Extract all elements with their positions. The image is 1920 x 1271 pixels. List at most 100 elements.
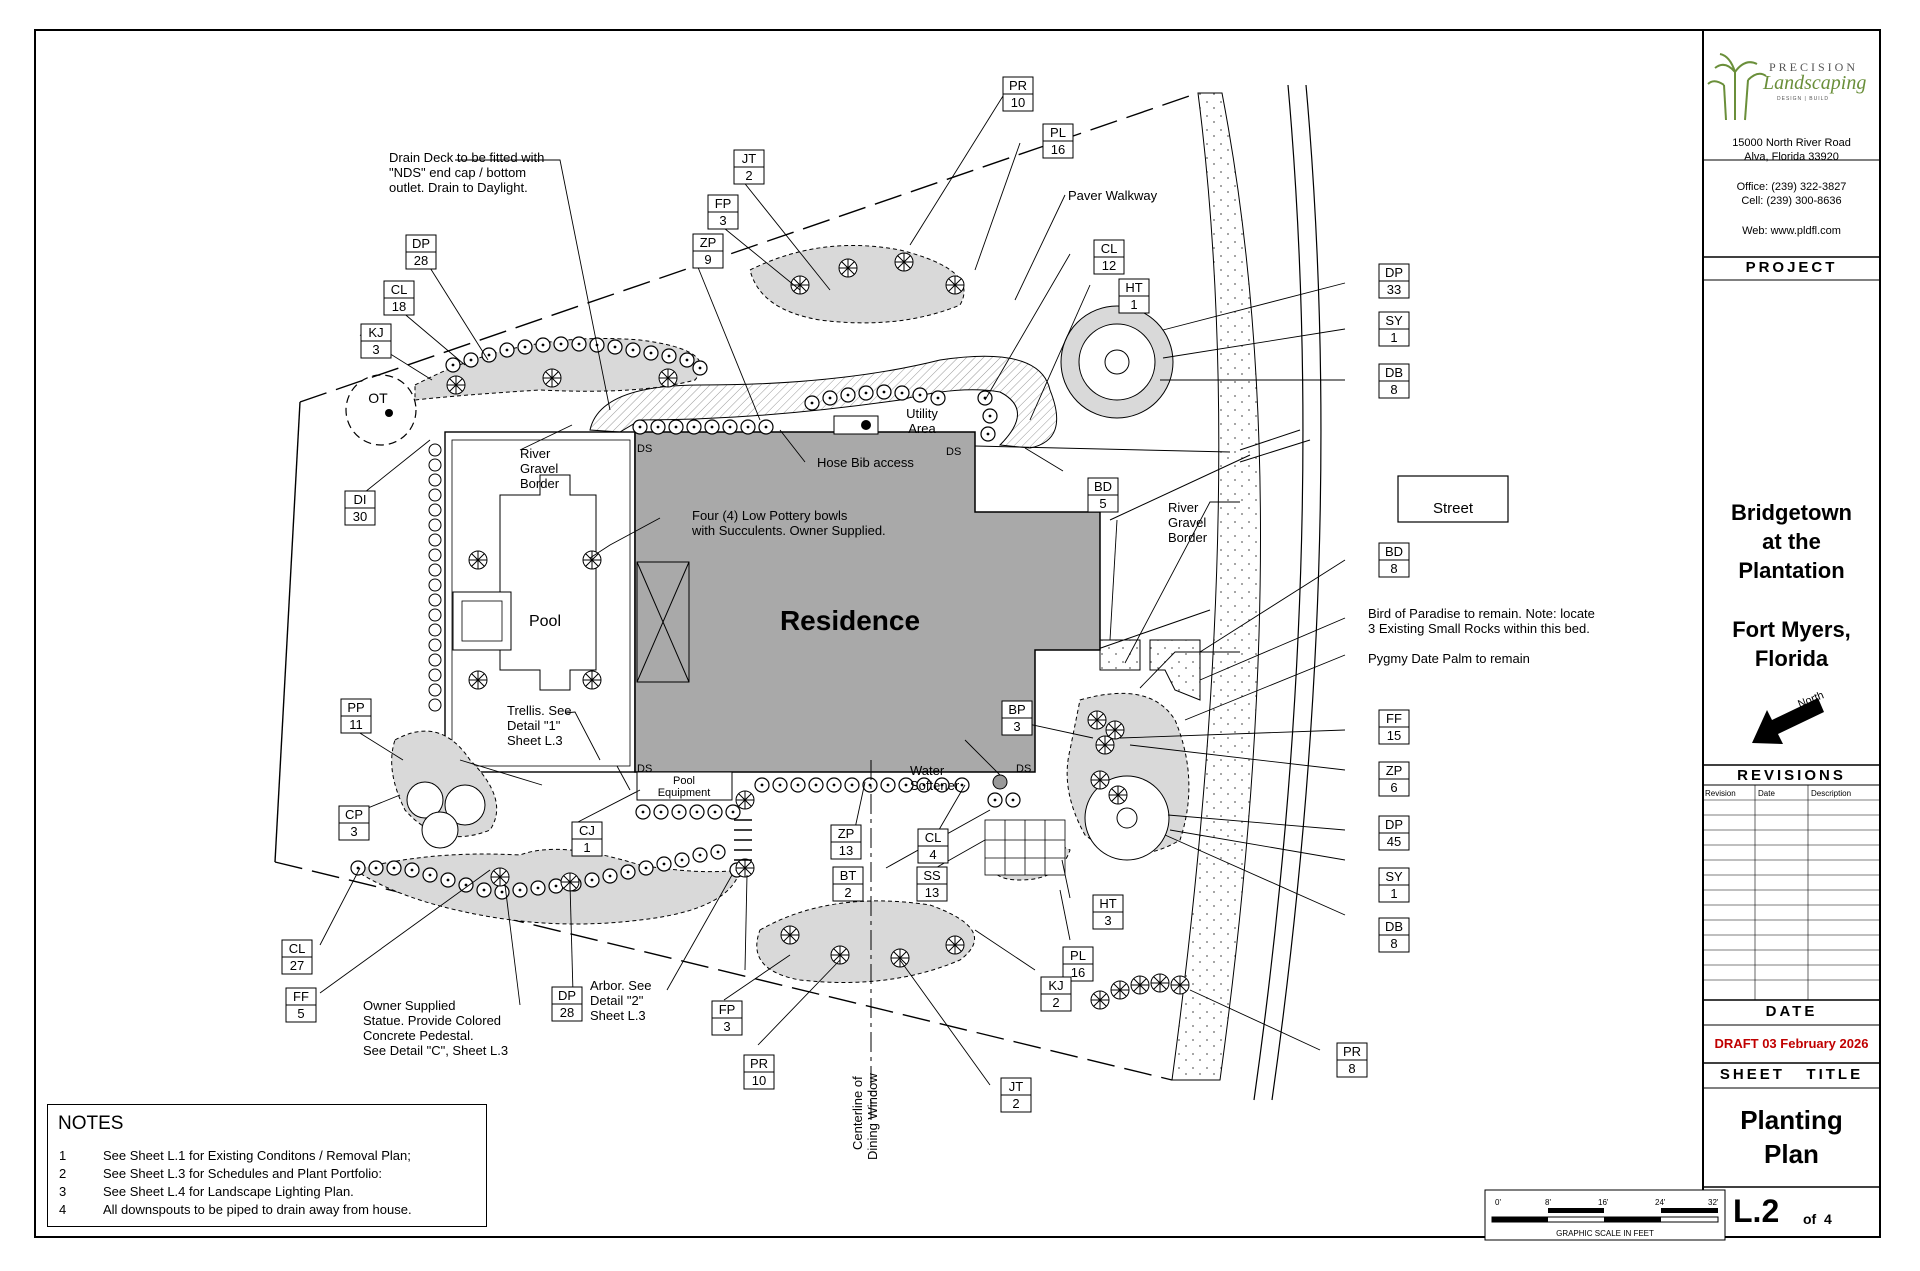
plant-tag-code: CL	[925, 830, 942, 845]
plant-tag-zp: ZP 6	[1378, 761, 1410, 797]
date-heading: DATE	[1765, 1003, 1818, 1020]
svg-text:Trellis. See: Trellis. See	[507, 703, 572, 718]
plant-tag-qty: 1	[1390, 886, 1397, 901]
plant-tag-code: DP	[1385, 265, 1403, 280]
plant-tag-kj: KJ3	[360, 323, 392, 359]
svg-text:16': 16'	[1598, 1198, 1609, 1207]
plant-tag-qty: 6	[1390, 780, 1397, 795]
svg-text:Sheet L.3: Sheet L.3	[590, 1008, 646, 1023]
plant-tag-ht: HT 1	[1118, 278, 1150, 314]
plant-tag-code: PL	[1070, 948, 1086, 963]
plant-tag-qty: 30	[353, 509, 367, 524]
plant-tag-bd: BD5	[1087, 477, 1119, 513]
centerline-line2: Dining Window	[865, 1073, 880, 1160]
svg-text:Drain Deck to be fitted with: Drain Deck to be fitted with	[389, 150, 544, 165]
paver-walkway	[589, 355, 1058, 449]
plant-tag-fp: FP3	[711, 1000, 743, 1036]
plant-tag-code: ZP	[1386, 763, 1403, 778]
plant-tag-code: DB	[1385, 919, 1403, 934]
svg-text:Detail "2": Detail "2"	[590, 993, 644, 1008]
centerline-line1: Centerline of	[850, 1076, 865, 1150]
plan-annotations: Drain Deck to be fitted with "NDS" end c…	[363, 150, 1595, 1058]
plant-tag-code: KJ	[1048, 978, 1063, 993]
spa	[452, 591, 512, 651]
plant-tag-qty: 1	[1390, 330, 1397, 345]
plant-tag-code: DI	[354, 492, 367, 507]
plant-tag-dp: DP 28	[551, 986, 583, 1022]
plant-tag-qty: 18	[392, 299, 406, 314]
svg-text:Detail "1": Detail "1"	[507, 718, 561, 733]
plant-tag-jt: JT2	[733, 149, 765, 185]
plant-tag-ff: FF5	[285, 987, 317, 1023]
project-city-line1: Fort Myers,	[1732, 617, 1851, 642]
water-softener-unit	[992, 774, 1008, 790]
project-heading: PROJECT	[1745, 259, 1838, 276]
revision-col-description: Description	[1811, 789, 1852, 798]
plant-tag-qty: 8	[1390, 561, 1397, 576]
pool-equipment-pad	[636, 771, 733, 801]
plant-tag-qty: 10	[1011, 95, 1025, 110]
plant-tag-code: DP	[558, 988, 576, 1003]
plant-tag-qty: 3	[1013, 719, 1020, 734]
plant-tag-bd: BD 8	[1378, 542, 1410, 578]
tree-cluster-se	[1084, 775, 1170, 861]
cell-phone: Cell: (239) 300-8636	[1741, 195, 1842, 207]
plant-tag-qty: 2	[844, 885, 851, 900]
plant-tag-code: BD	[1385, 544, 1403, 559]
plant-tag-qty: 13	[839, 843, 853, 858]
plant-tag-qty: 2	[745, 168, 752, 183]
plant-tag-db: DB8	[1378, 363, 1410, 399]
plant-tag-qty: 13	[925, 885, 939, 900]
plant-tag-qty: 28	[414, 253, 428, 268]
svg-text:Softener: Softener	[910, 778, 960, 793]
date-value: DRAFT 03 February 2026	[1714, 1036, 1869, 1051]
plant-tag-qty: 15	[1387, 728, 1401, 743]
project-name-line3: Plantation	[1738, 558, 1845, 583]
plant-tag-code: PR	[1343, 1044, 1361, 1059]
plant-tag-ht: HT3	[1092, 894, 1124, 930]
svg-text:Statue. Provide Colored: Statue. Provide Colored	[363, 1013, 501, 1028]
ot-label: OT	[368, 390, 388, 406]
svg-text:Sheet L.3: Sheet L.3	[507, 733, 563, 748]
arbor-steps	[734, 819, 752, 861]
svg-text:"NDS" end cap / bottom: "NDS" end cap / bottom	[389, 165, 526, 180]
svg-text:Arbor. See: Arbor. See	[590, 978, 651, 993]
plant-tag-qty: 1	[1130, 297, 1137, 312]
plant-tag-qty: 5	[1099, 496, 1106, 511]
plant-tag-code: DB	[1385, 365, 1403, 380]
svg-text:Water: Water	[910, 763, 945, 778]
street-label: Street	[1433, 500, 1474, 517]
plant-tag-code: PL	[1050, 125, 1066, 140]
svg-text:3 Existing Small Rocks within: 3 Existing Small Rocks within this bed.	[1368, 621, 1590, 636]
plant-tag-qty: 28	[560, 1005, 574, 1020]
plant-tag-code: SY	[1385, 869, 1403, 884]
company-script: Landscaping	[1763, 72, 1867, 94]
title-block: PRECISION Landscaping DESIGN | BUILD 150…	[1703, 30, 1880, 1237]
svg-text:Border: Border	[1168, 530, 1208, 545]
company-logo	[1707, 53, 1767, 121]
plant-tag-qty: 45	[1387, 834, 1401, 849]
plant-tag-code: KJ	[368, 325, 383, 340]
plant-tag-code: FF	[293, 989, 309, 1004]
svg-text:Paver Walkway: Paver Walkway	[1068, 188, 1158, 203]
paver-pad	[984, 819, 1066, 876]
svg-text:GRAPHIC SCALE IN FEET: GRAPHIC SCALE IN FEET	[1556, 1229, 1654, 1238]
svg-text:Bird of Paradise to remain. No: Bird of Paradise to remain. Note: locate	[1368, 606, 1595, 621]
revision-col-revision: Revision	[1705, 789, 1736, 798]
plant-tag-code: HT	[1125, 280, 1142, 295]
leader-lines	[319, 95, 1346, 1086]
sheet-title-line2: Plan	[1764, 1139, 1819, 1169]
plant-tag-qty: 3	[723, 1019, 730, 1034]
sheet-title-line1: Planting	[1740, 1105, 1843, 1135]
plant-tag-code: CP	[345, 807, 363, 822]
notes-title: NOTES	[58, 1113, 124, 1134]
